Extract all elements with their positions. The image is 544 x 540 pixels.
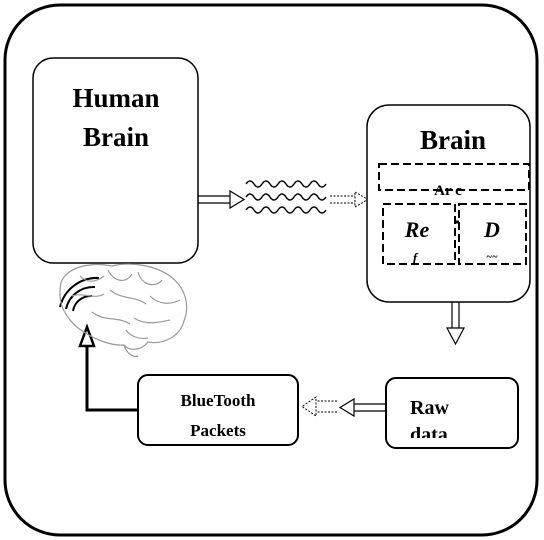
raw-data-box (386, 378, 518, 448)
raw-data-node: Raw data (386, 378, 518, 448)
brain-strip-partial-label: Ar c (434, 183, 462, 199)
human-brain-node: Human Brain (33, 58, 198, 263)
bluetooth-node: BlueTooth Packets (138, 375, 298, 445)
human-brain-label-line2: Brain (83, 122, 149, 152)
raw-data-label-line1: Raw (410, 397, 449, 419)
brain-node: Brain Ar c Re f D ~~ (367, 105, 530, 302)
brain-right-sub-label: D (483, 217, 500, 242)
brain-right-sub-partial: ~~ (486, 252, 498, 263)
human-brain-label-line1: Human (72, 83, 159, 113)
bluetooth-label-line1: BlueTooth (181, 391, 257, 410)
brain-label: Brain (420, 125, 486, 155)
brain-left-sub-label: Re (404, 217, 430, 242)
